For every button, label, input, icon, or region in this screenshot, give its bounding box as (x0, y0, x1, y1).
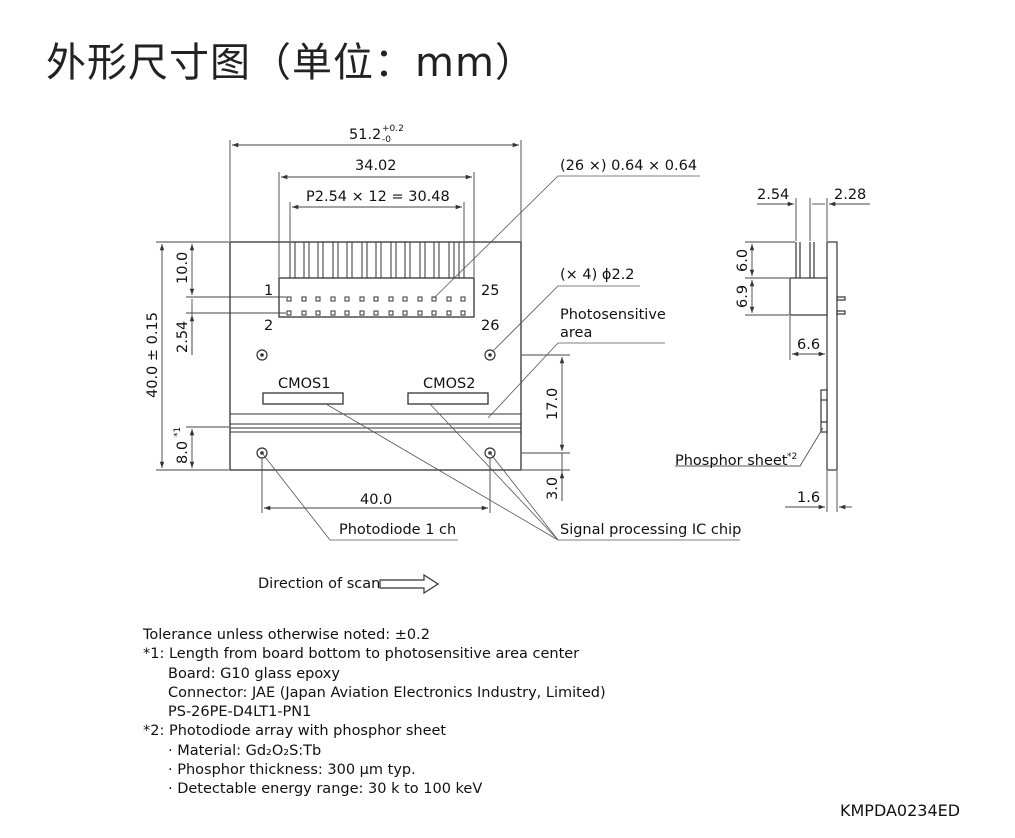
dim-side-254: 2.54 (757, 187, 789, 203)
note-material: · Material: Gd₂O₂S:Tb (168, 742, 322, 759)
side-board (826, 241, 838, 471)
dim-side-228: 2.28 (834, 187, 866, 203)
cmos2-label: CMOS2 (423, 376, 475, 392)
dim-holes: (× 4) ϕ2.2 (560, 267, 635, 283)
dim-overall-width: 51.2 (349, 127, 381, 143)
dim-height-10: 10.0 (175, 252, 191, 284)
scan-arrow-icon (379, 573, 440, 595)
dim-side-69: 6.9 (735, 285, 751, 308)
connector-pins (289, 242, 465, 278)
phosphor-note: *2 (787, 452, 797, 462)
photosensitive-label-2: area (560, 325, 592, 341)
note-energy: · Detectable energy range: 30 k to 100 k… (168, 781, 483, 798)
front-text: 51.2 +0.2 -0 34.02 P2.54 × 12 = 30.48 (2… (145, 124, 741, 538)
pin1-label: 1 (264, 283, 273, 299)
side-view (789, 241, 846, 471)
cmos2-chip (407, 392, 489, 405)
dim-overall-height: 40.0 ± 0.15 (145, 312, 161, 398)
dim-side-16: 1.6 (797, 490, 820, 506)
side-text: 2.54 2.28 6.0 6.9 6.6 Phosphor sheet *2 … (675, 187, 866, 506)
notes-block: Tolerance unless otherwise noted: ±0.2 *… (143, 626, 606, 800)
dim-height-3: 3.0 (545, 477, 561, 500)
note-1: *1: Length from board bottom to photosen… (143, 646, 580, 663)
note-thickness: · Phosphor thickness: 300 μm typ. (168, 762, 416, 779)
cmos1-label: CMOS1 (278, 376, 330, 392)
dim-side-60: 6.0 (735, 249, 751, 272)
pin2-label: 2 (264, 318, 273, 334)
front-dimensions (156, 140, 570, 513)
side-connector (789, 277, 828, 316)
dim-connector-width: 34.02 (355, 158, 397, 174)
phosphor-label: Phosphor sheet (675, 453, 788, 469)
dim-tol-minus: -0 (382, 135, 391, 145)
leader-lines (261, 175, 740, 541)
front-view (229, 241, 522, 471)
cmos1-chip (262, 392, 344, 405)
dim-height-17: 17.0 (545, 388, 561, 420)
dim-height-254: 2.54 (175, 321, 191, 353)
dim-tol-plus: +0.2 (382, 124, 404, 134)
dim-height-8-note: *1 (173, 427, 183, 437)
note-connector: Connector: JAE (Japan Aviation Electroni… (168, 684, 606, 701)
note-part: PS-26PE-D4LT1-PN1 (168, 704, 312, 721)
dim-height-8: 8.0 (175, 441, 191, 464)
pin-squares (286, 296, 466, 316)
dim-pin-size: (26 ×) 0.64 × 0.64 (560, 158, 697, 174)
dim-side-66: 6.6 (797, 337, 820, 353)
photodiode-label: Photodiode 1 ch (339, 522, 456, 538)
note-tolerance: Tolerance unless otherwise noted: ±0.2 (143, 627, 430, 643)
note-2: *2: Photodiode array with phosphor sheet (143, 723, 447, 740)
signal-ic-label: Signal processing IC chip (560, 522, 741, 538)
scan-label: Direction of scan (258, 576, 380, 592)
page-title: 外形尺寸图（单位：mm） (46, 40, 536, 86)
note-board: Board: G10 glass epoxy (168, 665, 340, 682)
pin25-label: 25 (481, 283, 499, 299)
document-code: KMPDA0234ED (840, 801, 961, 820)
pin26-label: 26 (481, 318, 499, 334)
dim-pitch: P2.54 × 12 = 30.48 (306, 189, 450, 205)
side-pin-tail-1 (836, 296, 846, 301)
side-pin-tail-2 (836, 310, 846, 315)
dim-hole-spacing: 40.0 (360, 492, 392, 508)
phosphor-sheet (820, 389, 828, 433)
side-dimensions (675, 198, 870, 512)
photodiode-strip (230, 413, 521, 433)
photosensitive-label-1: Photosensitive (560, 307, 666, 323)
